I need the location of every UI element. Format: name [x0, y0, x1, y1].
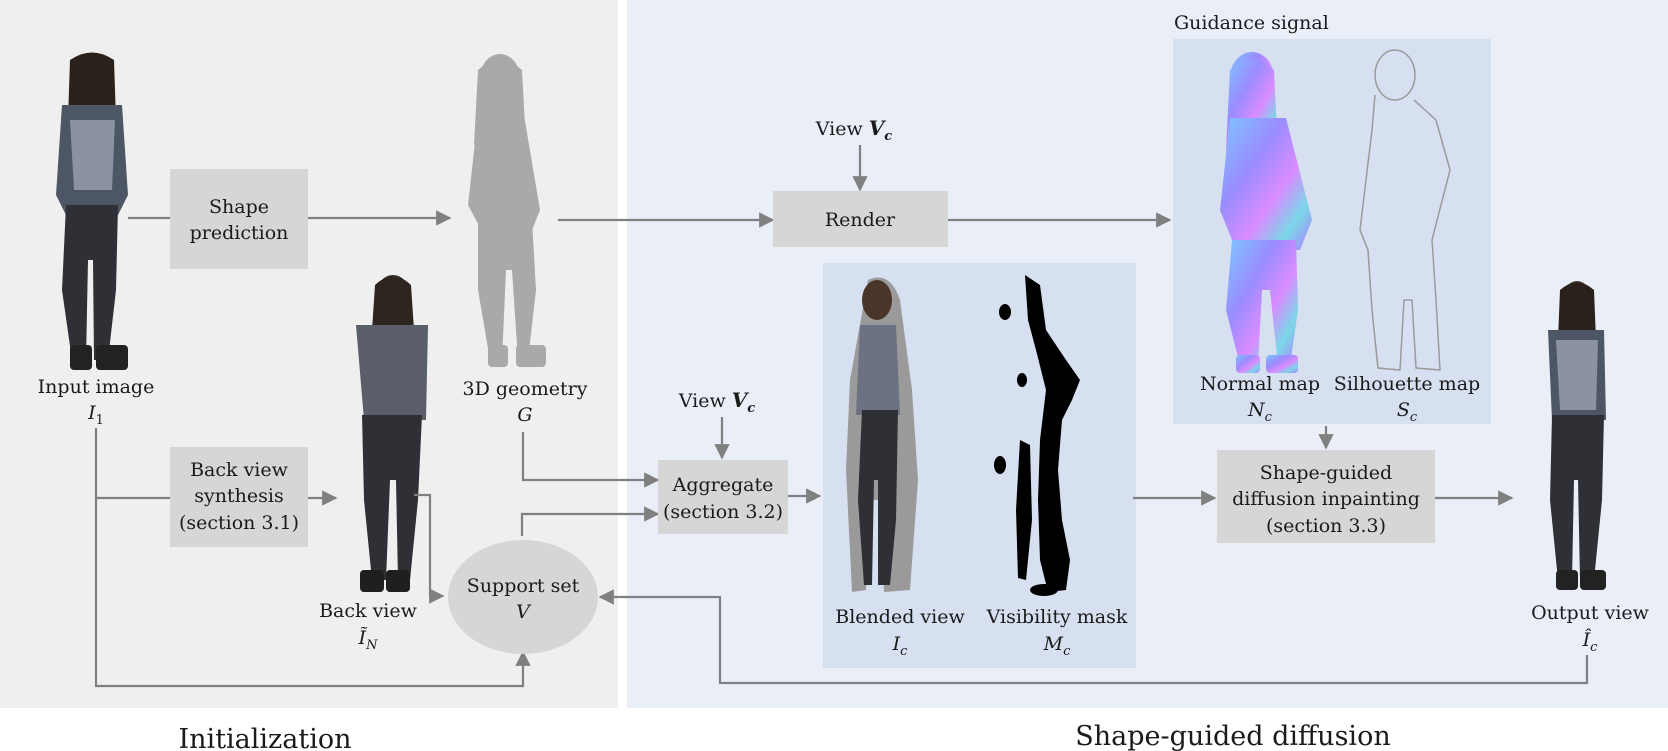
support-set-symbol: V: [516, 601, 532, 623]
output-view-figure: [1548, 281, 1606, 590]
shape-prediction-line2: prediction: [190, 222, 289, 244]
back-view-synthesis-line2: synthesis: [194, 485, 283, 507]
shape-prediction-box: [170, 169, 308, 269]
visibility-mask-label: Visibility mask: [986, 606, 1128, 628]
silhouette-map-figure: [1359, 49, 1451, 371]
silhouette-map-label: Silhouette map: [1334, 373, 1480, 395]
normal-map-label: Normal map: [1200, 373, 1320, 395]
back-view-synthesis-line3: (section 3.1): [179, 512, 299, 534]
aggregate-line1: Aggregate: [672, 474, 774, 496]
normal-map-symbol: Nc: [1247, 399, 1273, 425]
silhouette-map-symbol: Sc: [1397, 399, 1418, 425]
shape-prediction-line1: Shape: [209, 196, 269, 218]
geometry-label: 3D geometry: [463, 378, 588, 400]
render-label: Render: [825, 209, 896, 231]
inpainting-line3: (section 3.3): [1266, 515, 1386, 537]
support-set-node: [448, 540, 598, 654]
output-view-symbol: Îc: [1582, 628, 1599, 655]
initialization-title: Initialization: [179, 724, 352, 751]
input-image-figure: [56, 52, 128, 370]
inpainting-line1: Shape-guided: [1260, 462, 1392, 484]
shape-guided-diffusion-title: Shape-guided diffusion: [1075, 721, 1390, 751]
geometry-symbol: G: [517, 404, 532, 426]
guidance-signal-panel: [1173, 39, 1491, 424]
back-view-label: Back view: [319, 600, 418, 622]
back-view-symbol: ĨN: [358, 627, 379, 653]
back-view-figure: [356, 275, 428, 592]
visibility-mask-symbol: Mc: [1043, 633, 1071, 659]
inpainting-line2: diffusion inpainting: [1232, 488, 1420, 510]
output-view-label: Output view: [1531, 602, 1650, 624]
blended-view-label: Blended view: [835, 606, 965, 628]
diffusion-panel: [627, 0, 1668, 708]
geometry-figure: [468, 54, 546, 367]
visibility-mask-figure: [994, 275, 1080, 596]
render-box: [773, 191, 948, 247]
aggregate-line2: (section 3.2): [663, 501, 783, 523]
back-view-synthesis-line1: Back view: [190, 459, 289, 481]
input-image-symbol: I1: [87, 402, 104, 428]
aggregate-box: [658, 460, 788, 534]
guidance-signal-label: Guidance signal: [1174, 12, 1329, 34]
normal-map-figure: [1220, 52, 1312, 373]
blended-view-symbol: Ic: [892, 633, 909, 659]
inpainting-box: [1217, 450, 1435, 543]
support-set-label: Support set: [467, 575, 580, 597]
back-view-synthesis-box: [170, 447, 308, 547]
input-image-label: Input image: [38, 376, 155, 398]
blended-view-figure: [846, 277, 918, 592]
